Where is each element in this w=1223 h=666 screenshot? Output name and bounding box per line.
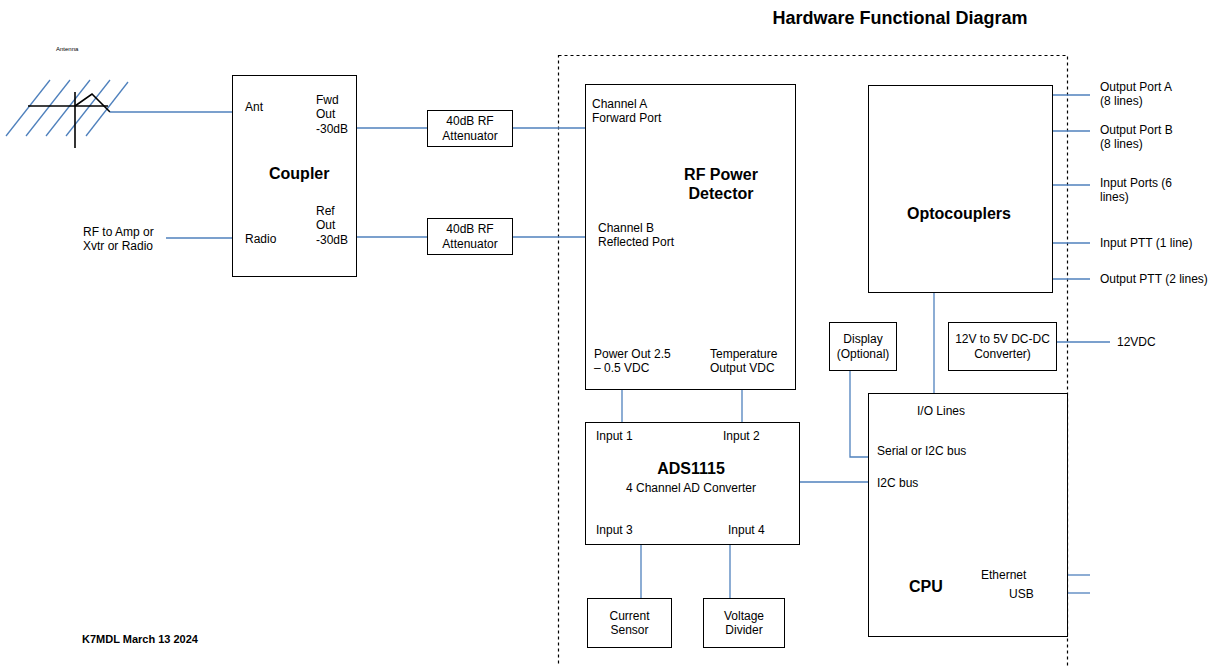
node-text: 12V to 5V DC-DC Converter) [955, 332, 1050, 361]
annotation-label: Output PTT (2 lines) [1100, 272, 1208, 286]
node-text: Coupler [269, 164, 329, 183]
converter-box: 12V to 5V DC-DC Converter) [948, 322, 1057, 371]
connector-line [621, 390, 622, 422]
annotation-label: Input Ports (6 lines) [1100, 176, 1184, 205]
annotation-label: Output Port A (8 lines) [1100, 80, 1184, 109]
rf-input-wire [166, 237, 232, 238]
connector-line [357, 236, 427, 237]
node-text: Display (Optional) [836, 332, 890, 361]
rf-detector-box: Channel A Forward Port RF Power DetectorC… [585, 84, 796, 390]
adc-box: Input 1 Input 2 ADS1115 4 Channel AD Conver… [585, 422, 800, 545]
node-text: 40dB RF Attenuator [434, 114, 506, 143]
node-text: Input 2 [723, 429, 760, 443]
annotation-label: RF to Amp or Xvtr or Radio [83, 225, 173, 254]
cpu-box: I/O LinesSerial or I2C busI2C busCPU Ethe… [868, 393, 1068, 637]
antenna-symbol [6, 80, 128, 136]
node-text: I2C bus [877, 476, 918, 490]
enclosure-outline [559, 56, 1068, 666]
node-text: Ethernet [981, 568, 1026, 582]
connector-line [933, 293, 934, 393]
attenuator-box: 40dB RF Attenuator [427, 110, 513, 147]
antenna-feed-line [110, 111, 232, 112]
node-text: CPU [909, 577, 943, 596]
connector-line [640, 545, 641, 598]
coupler-box: Ant Fwd Out -30dB CouplerRadio Ref Out -30d… [232, 75, 357, 277]
node-text: Input 3 [596, 523, 633, 537]
node-text: Optocouplers [869, 204, 1049, 223]
connector-line [513, 127, 585, 128]
annotation-label: Antenna [56, 46, 78, 53]
sensor-box: Current Sensor [587, 598, 672, 648]
node-text: 40dB RF Attenuator [434, 222, 506, 251]
node-text: Ant [245, 100, 263, 114]
node-text: Power Out 2.5 – 0.5 VDC [594, 347, 671, 376]
optocoupler-box: Optocouplers [868, 85, 1053, 293]
annotation-label: Output Port B (8 lines) [1100, 123, 1184, 152]
node-text: Current Sensor [594, 609, 665, 638]
node-text: Serial or I2C bus [877, 444, 966, 458]
node-text: Channel A Forward Port [592, 97, 670, 126]
diagram-title: Hardware Functional Diagram [690, 8, 1110, 29]
node-text: Temperature Output VDC [710, 347, 785, 376]
node-text: Channel B Reflected Port [598, 221, 683, 250]
node-text: USB [1009, 587, 1034, 601]
connector-line [741, 390, 742, 422]
antenna-boom [28, 92, 110, 148]
node-text: Radio [245, 232, 276, 246]
attenuator-box: 40dB RF Attenuator [427, 218, 513, 255]
node-text: RF Power Detector [671, 165, 771, 203]
node-text: I/O Lines [917, 404, 965, 418]
connector-line [800, 481, 868, 482]
node-text: Ref Out -30dB [316, 204, 352, 247]
node-text: Fwd Out -30dB [316, 93, 352, 136]
node-text: Input 4 [728, 523, 765, 537]
connector-line [513, 236, 585, 237]
display-box: Display (Optional) [829, 322, 897, 371]
annotation-label: 12VDC [1117, 335, 1156, 349]
annotation-label: Input PTT (1 line) [1100, 236, 1192, 250]
annotation-label: K7MDL March 13 2024 [82, 633, 198, 646]
node-text: Voltage Divider [710, 609, 778, 638]
connector-line [729, 545, 730, 598]
node-text: Input 1 [596, 429, 633, 443]
node-text: ADS1115 [586, 459, 796, 478]
connector-line [357, 127, 427, 128]
node-text: 4 Channel AD Converter [586, 481, 796, 495]
connector-line [850, 371, 868, 457]
divider-box: Voltage Divider [703, 598, 785, 648]
